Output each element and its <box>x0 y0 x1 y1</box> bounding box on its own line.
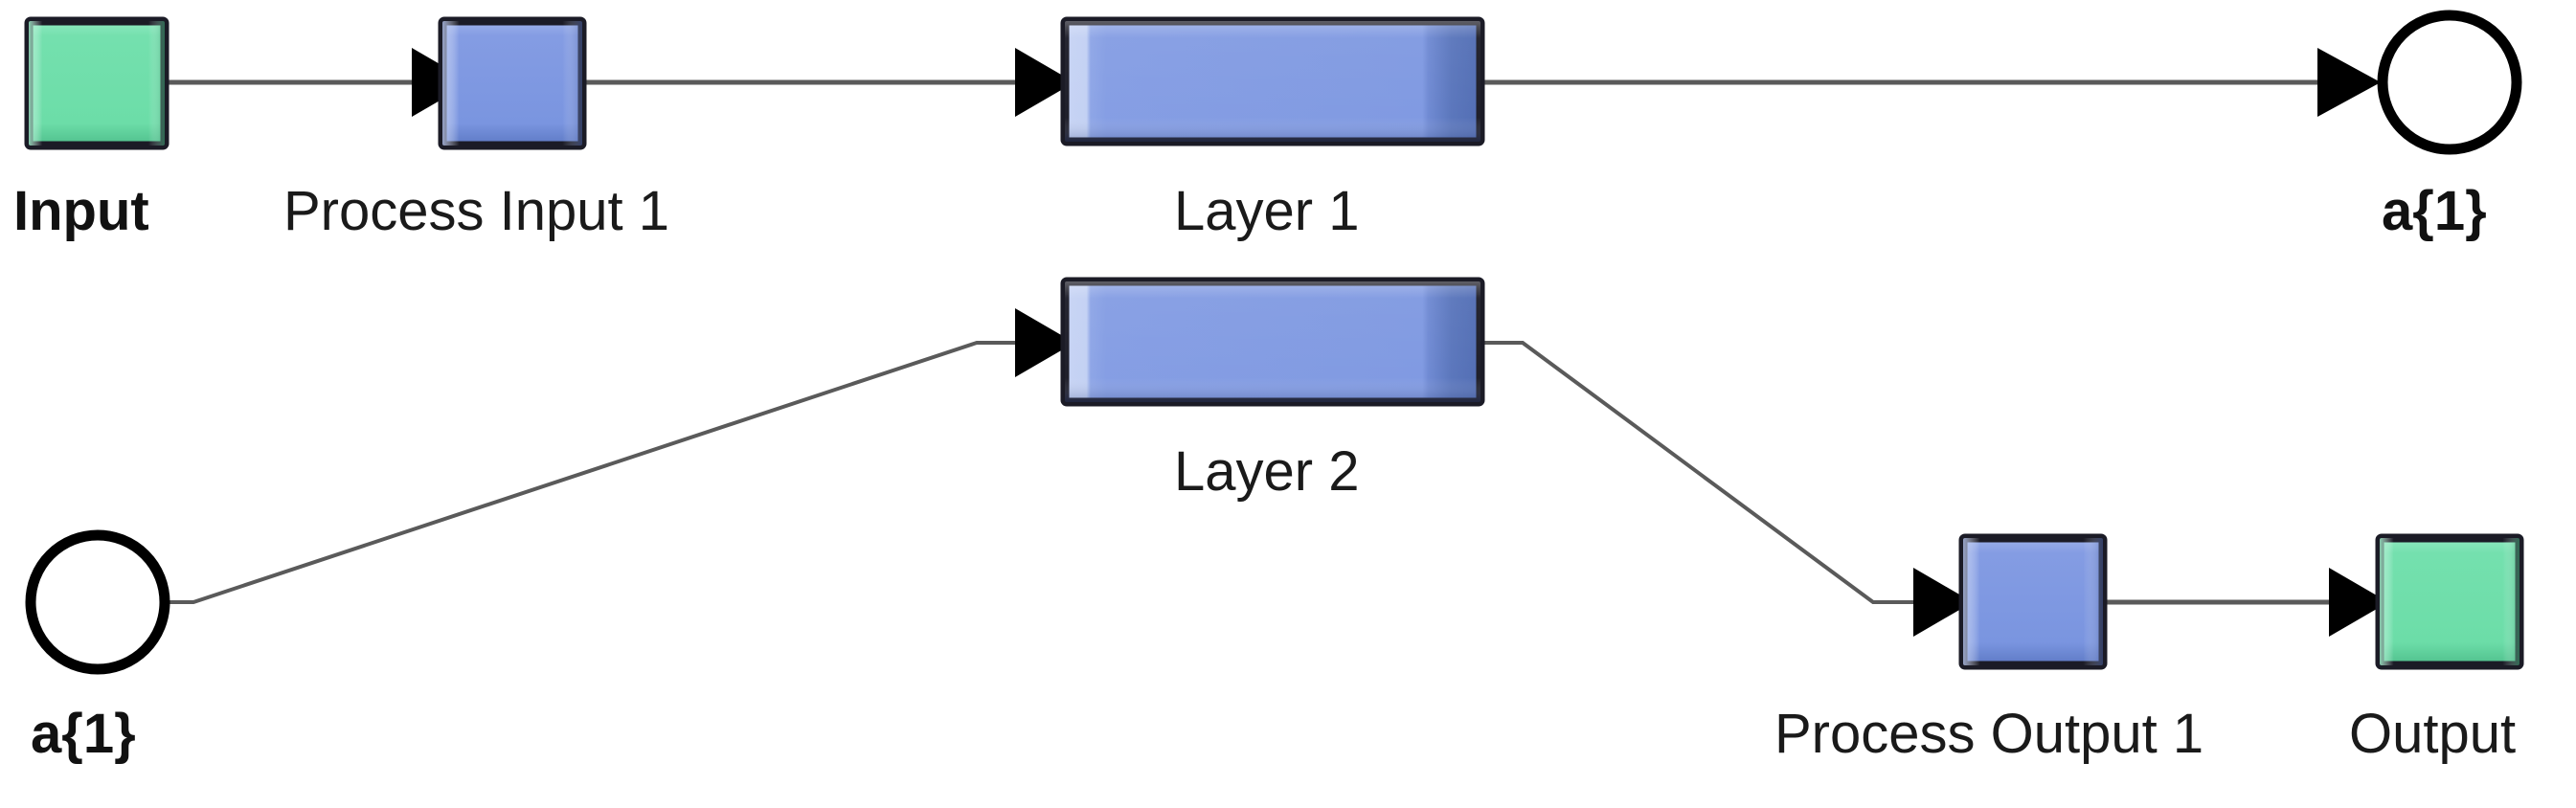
process-output-1-block-sheen <box>1963 538 2103 665</box>
label-process-output-1: Process Output 1 <box>1774 703 2203 765</box>
label-layer-2: Layer 2 <box>1174 440 1359 503</box>
edge-layer-1-to-a1-top <box>1480 48 2381 117</box>
node-a1-top[interactable] <box>2377 10 2522 155</box>
label-layer-1: Layer 1 <box>1174 180 1359 242</box>
process-input-1-block-sheen <box>442 21 582 146</box>
input-block-sheen <box>29 21 165 146</box>
edge-a1-bottom-to-layer-2 <box>167 308 1074 604</box>
label-output: Output <box>2349 703 2516 765</box>
output-block-sheen <box>2380 538 2520 665</box>
edge-process-input-1-to-layer-1 <box>582 48 1074 117</box>
edge-process-output-1-to-output <box>2103 568 2388 637</box>
edge-line-a1-bottom-layer-2 <box>167 341 1051 604</box>
edge-line-layer-2-process-output-1 <box>1480 341 1954 604</box>
label-input: Input <box>13 180 149 242</box>
arrow-head-icon-layer-2 <box>1015 308 1074 377</box>
label-a1-top: a{1} <box>2382 180 2487 242</box>
edges-layer <box>165 48 2388 637</box>
a1-bottom-circle-shape[interactable] <box>25 529 170 675</box>
label-process-input-1: Process Input 1 <box>283 180 669 242</box>
edge-input-to-process-input-1 <box>165 48 471 117</box>
node-layer-1[interactable] <box>1060 16 1485 146</box>
label-a1-bottom: a{1} <box>31 703 136 765</box>
arrow-head-icon-layer-1 <box>1015 48 1074 117</box>
arrow-head-icon-process-output-1 <box>1913 568 1973 637</box>
labels-layer: Input Process Input 1 Layer 1 a{1} a{1} … <box>13 180 2516 765</box>
node-input[interactable] <box>24 16 169 150</box>
node-process-output-1[interactable] <box>1958 533 2108 670</box>
node-process-input-1[interactable] <box>438 16 587 150</box>
node-output[interactable] <box>2375 533 2524 670</box>
arrow-head-icon-output <box>2329 568 2388 637</box>
layer-1-block-sheen <box>1065 21 1480 142</box>
a1-top-circle-shape[interactable] <box>2377 10 2522 155</box>
arrow-head-icon-a1-top <box>2317 48 2381 117</box>
node-a1-bottom[interactable] <box>25 529 170 675</box>
node-layer-2[interactable] <box>1060 277 1485 407</box>
edge-layer-2-to-process-output-1 <box>1480 341 1973 637</box>
layer-2-block-sheen <box>1065 281 1480 402</box>
